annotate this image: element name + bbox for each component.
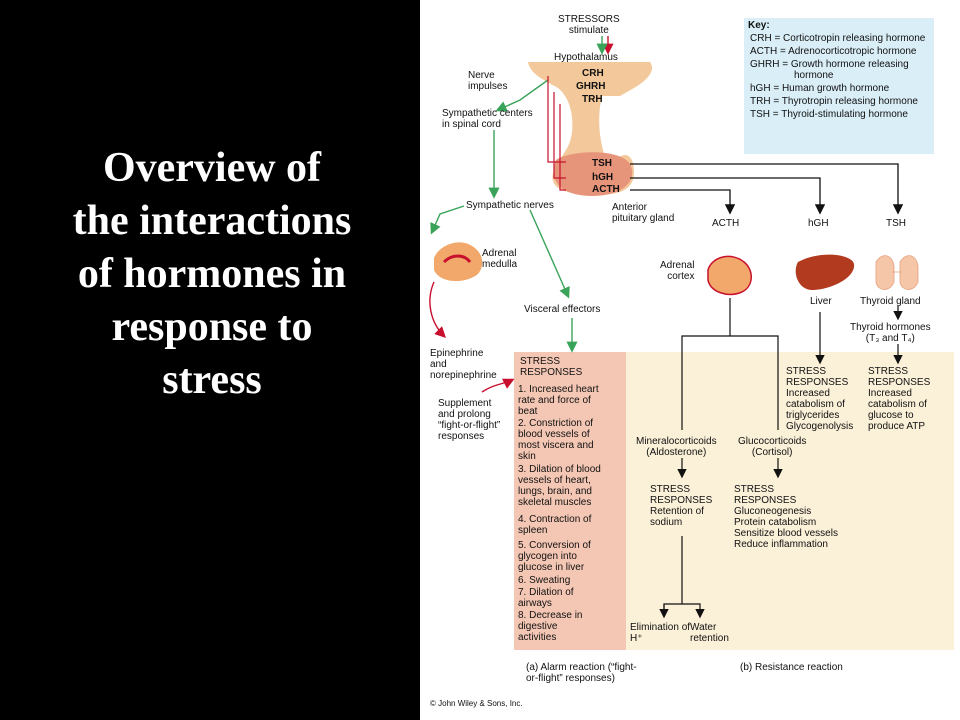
title-panel: Overview of the interactions of hormones… [0, 0, 420, 720]
acth-line [630, 189, 736, 215]
alarm-item: 6. Sweating [518, 575, 571, 586]
thyroid-gland-label: Thyroid gland [860, 296, 921, 307]
mineralocorticoids-label: Mineralocorticoids (Aldosterone) [636, 436, 717, 458]
nerve-impulses-label: Nerve impulses [468, 70, 508, 92]
thyroid-hormones-label: Thyroid hormones (T₃ and T₄) [850, 322, 931, 344]
key-title: Key: [748, 20, 770, 31]
alarm-caption: (a) Alarm reaction (“fight- or-flight” r… [526, 662, 637, 684]
alarm-header: STRESS RESPONSES [520, 356, 583, 378]
adrenal-cortex-label: Adrenal cortex [660, 260, 695, 282]
acth-right-label: ACTH [712, 218, 740, 229]
hypothalamus-label: Hypothalamus [554, 52, 618, 63]
elimination-label: Elimination of H⁺ [630, 622, 691, 644]
liver-responses: STRESS RESPONSES Increased catabolism of… [786, 366, 854, 432]
stressors-label: STRESSORS stimulate [558, 14, 620, 36]
alarm-item: 5. Conversion of glycogen into glucose i… [518, 540, 591, 573]
supplement-label: Supplement and prolong “fight-or-flight”… [438, 398, 501, 442]
hgh-right-label: hGH [808, 218, 829, 229]
thyroid-responses: STRESS RESPONSES Increased catabolism of… [868, 366, 931, 432]
alarm-item: 2. Constriction of blood vessels of most… [518, 418, 594, 462]
arrow-to-spinal-cord [495, 79, 549, 112]
cortex-branch [681, 298, 779, 430]
crh-label: CRH [582, 68, 604, 79]
thyroid-shape [875, 255, 919, 290]
adrenal-medulla-label: Adrenal medulla [482, 248, 518, 270]
releasing-arrows [547, 76, 566, 191]
sympathetic-centers-label: Sympathetic centers in spinal cord [442, 108, 533, 130]
copyright: © John Wiley & Sons, Inc. [430, 699, 523, 708]
key-item: GHRH = Growth hormone releasing hormone [750, 59, 909, 81]
glucocorticoids-label: Glucocorticoids (Cortisol) [738, 436, 807, 458]
key-item: hGH = Human growth hormone [750, 83, 890, 94]
trh-label: TRH [582, 94, 603, 105]
medulla-to-epi-arrow [429, 281, 446, 338]
tsh-right-label: TSH [886, 218, 906, 229]
arrow-to-visceral [529, 209, 570, 299]
alarm-item: 8. Decrease in digestive activities [518, 610, 583, 643]
mineral-responses: STRESS RESPONSES Retention of sodium [650, 484, 713, 528]
liver-label: Liver [810, 296, 832, 307]
visceral-effectors-label: Visceral effectors [524, 304, 601, 315]
epi-to-alarm-arrow [481, 378, 515, 393]
key-item: TSH = Thyroid-stimulating hormone [750, 109, 908, 120]
alarm-item: 4. Contraction of spleen [518, 514, 592, 536]
sympathetic-nerves-label: Sympathetic nerves [466, 200, 554, 211]
acth-label: ACTH [592, 184, 620, 195]
ghrh-label: GHRH [576, 81, 606, 92]
alarm-item: 1. Increased heart rate and force of bea… [518, 384, 599, 417]
diagram-graphics [429, 36, 954, 650]
liver-shape [795, 254, 855, 290]
adrenal-cortex-gland [707, 255, 752, 296]
alarm-item: 7. Dilation of airways [518, 587, 574, 609]
key-item: CRH = Corticotropin releasing hormone [750, 33, 926, 44]
key-item: TRH = Thyrotropin releasing hormone [750, 96, 918, 107]
water-retention-label: Water retention [690, 622, 729, 644]
hgh-line [630, 177, 826, 215]
anterior-pituitary-label: Anterior pituitary gland [612, 202, 675, 224]
stress-hormone-diagram: STRESSORS stimulate Hypothalamus Nerve i… [420, 0, 960, 720]
hgh-label: hGH [592, 172, 614, 183]
tsh-line [630, 163, 904, 215]
resistance-panel [626, 352, 954, 650]
resistance-caption: (b) Resistance reaction [740, 662, 843, 673]
pituitary-shape [553, 152, 633, 196]
epinephrine-label: Epinephrine and norepinephrine [430, 348, 497, 381]
gluco-responses: STRESS RESPONSES Gluconeogenesis Protein… [734, 484, 838, 550]
adrenal-medulla-gland [434, 242, 483, 282]
key-box: Key: CRH = Corticotropin releasing hormo… [744, 18, 934, 154]
alarm-item: 3. Dilation of blood vessels of heart, l… [518, 464, 601, 508]
arrow-to-medulla [430, 205, 465, 235]
slide-title: Overview of the interactions of hormones… [72, 145, 352, 403]
alarm-panel [514, 352, 626, 650]
tsh-label: TSH [592, 158, 612, 169]
adrenal-medulla-core [442, 254, 472, 264]
key-item: ACTH = Adrenocorticotropic hormone [750, 46, 917, 57]
